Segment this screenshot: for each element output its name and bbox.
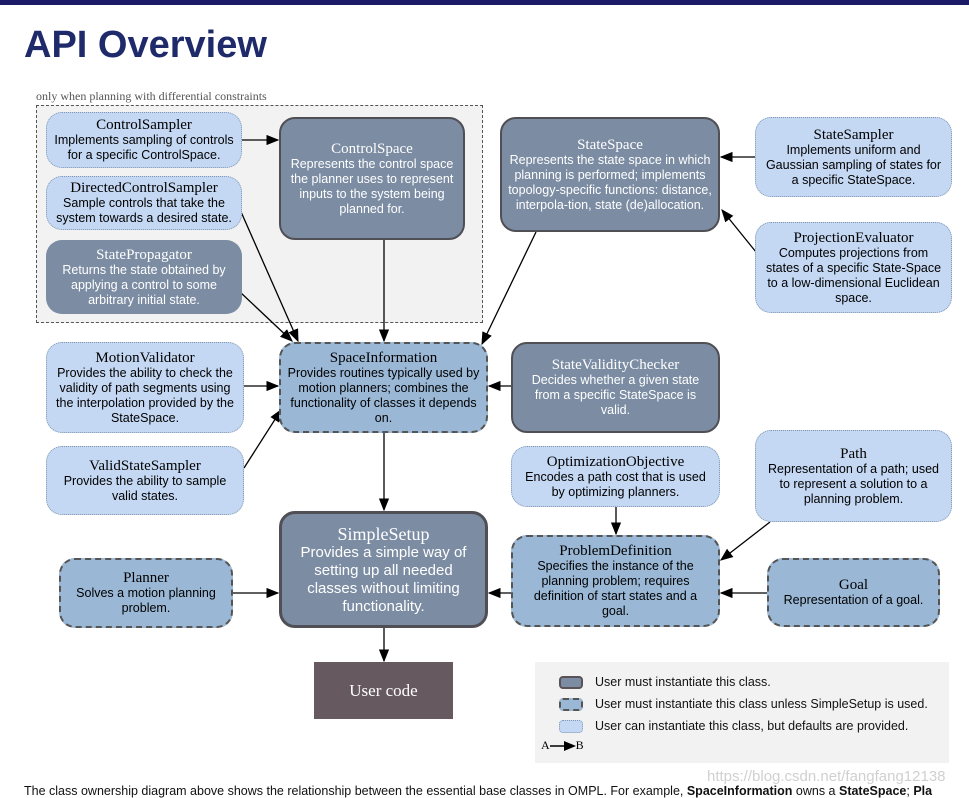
node-desc: Decides whether a given state from a spe… xyxy=(531,373,700,417)
node-title: Goal xyxy=(838,577,869,593)
footer-bold: Pla xyxy=(913,784,933,798)
legend-swatch-unless xyxy=(559,697,583,711)
node-desc: Provides the ability to sample valid sta… xyxy=(63,473,227,503)
footer-paragraph: The class ownership diagram above shows … xyxy=(24,784,932,798)
node-desc: Solves a motion planning problem. xyxy=(76,586,216,615)
node-title: OptimizationObjective xyxy=(546,453,685,470)
footer-bold: SpaceInformation xyxy=(686,784,793,798)
arrow-validstatesampler-spaceinformation xyxy=(243,408,282,469)
region-label: only when planning with differential con… xyxy=(36,89,267,103)
node-desc: Specifies the instance of the planning p… xyxy=(533,559,698,618)
legend-must: User must instantiate this class. xyxy=(559,675,771,689)
legend-label: User must instantiate this class unless … xyxy=(595,697,928,711)
node-title: StateValidityChecker xyxy=(551,357,680,373)
footer-text: owns a xyxy=(792,784,839,798)
node-desc: Computes projections from states of a sp… xyxy=(765,245,942,305)
legend-arrow-b: B xyxy=(575,738,584,752)
node-desc: Implements sampling of controls for a sp… xyxy=(54,133,234,162)
node-title: StateSpace xyxy=(577,136,643,153)
footer-text: ; xyxy=(906,784,914,798)
node-desc: Returns the state obtained by applying a… xyxy=(62,262,226,307)
node-desc: Provides the ability to check the validi… xyxy=(56,365,234,425)
node-desc: Representation of a goal. xyxy=(783,593,924,607)
top-bar xyxy=(0,0,969,5)
node-desc: Provides a simple way of setting up all … xyxy=(300,543,467,615)
legend-label: User can instantiate this class, but def… xyxy=(595,719,909,733)
legend-arrow-a: A xyxy=(541,738,550,752)
arrow-statespace-spaceinformation xyxy=(481,231,537,346)
legend-swatch-must xyxy=(559,675,583,689)
arrow-projectionevaluator-statespace xyxy=(721,208,757,253)
node-desc: Encodes a path cost that is used by opti… xyxy=(525,469,706,499)
node-title: ProblemDefinition xyxy=(559,543,672,559)
node-desc: Sample controls that take the system tow… xyxy=(56,196,232,225)
legend-unless: User must instantiate this class unless … xyxy=(559,697,928,711)
node-desc: Represents the control space the planner… xyxy=(290,156,454,216)
legend-label: User must instantiate this class. xyxy=(595,675,771,689)
page-title: API Overview xyxy=(24,24,267,66)
legend: User must instantiate this class. User m… xyxy=(535,662,949,763)
footer-text: The class ownership diagram above shows … xyxy=(24,784,687,798)
arrow-icon xyxy=(549,740,576,751)
node-title: Path xyxy=(840,445,867,462)
node-title: SimpleSetup xyxy=(337,523,430,544)
legend-swatch-optional xyxy=(559,719,583,733)
footer-bold: StateSpace xyxy=(838,784,907,798)
watermark: https://blog.csdn.net/fangfang12138 xyxy=(707,768,946,785)
node-title: StateSampler xyxy=(813,126,894,143)
arrow-path-problemdefinition xyxy=(719,521,771,561)
node-title: ProjectionEvaluator xyxy=(793,229,914,246)
arrow-statepropagator-spaceinformation xyxy=(239,291,293,342)
node-title: MotionValidator xyxy=(95,349,195,366)
node-desc: Representation of a path; used to repres… xyxy=(768,461,939,506)
arrow-directedcontrolsampler-spaceinformation xyxy=(237,204,299,343)
node-desc: Implements uniform and Gaussian sampling… xyxy=(765,142,942,187)
node-title: DirectedControlSampler xyxy=(70,180,218,196)
node-user-code: User code xyxy=(314,662,453,719)
node-title: StatePropagator xyxy=(96,246,192,263)
node-title: ValidStateSampler xyxy=(89,457,201,474)
legend-optional: User can instantiate this class, but def… xyxy=(559,719,908,733)
node-desc: Represents the state space in which plan… xyxy=(508,152,712,212)
node-title: ControlSampler xyxy=(96,117,192,133)
node-title: Planner xyxy=(123,570,169,586)
node-desc: Provides routines typically used by moti… xyxy=(287,365,480,425)
node-title: SpaceInformation xyxy=(329,349,438,366)
node-title: ControlSpace xyxy=(331,140,413,157)
